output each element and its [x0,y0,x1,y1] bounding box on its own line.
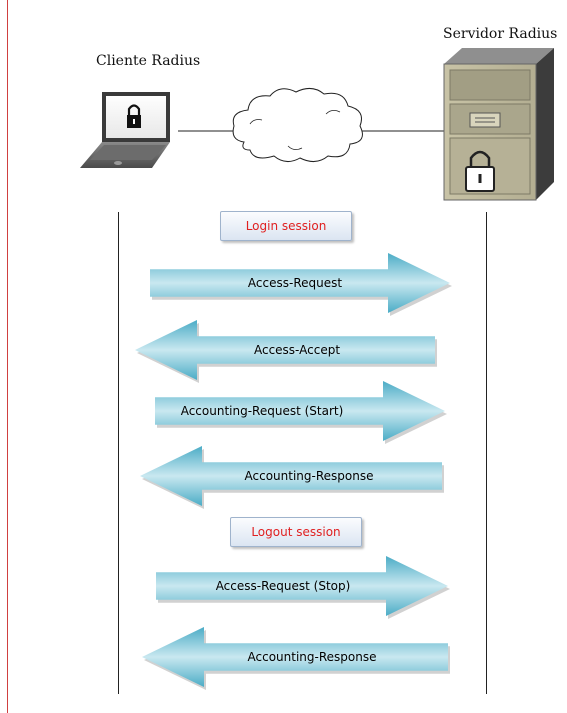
arrow-body [155,381,445,441]
arrow-body [140,446,442,506]
message-arrow: Accounting-Request (Start) [155,381,447,444]
message-arrow: Accounting-Response [142,627,450,690]
message-arrow: Access-Request (Stop) [156,556,450,619]
arrow-body [142,627,448,687]
client-lifeline [118,212,119,694]
message-arrow-shape [155,381,447,444]
arrow-body [156,556,448,616]
page-margin-line [7,0,8,713]
server-lifeline [486,212,487,694]
message-arrow-shape [135,320,437,383]
message-arrow: Access-Request [150,253,452,316]
logout-session-box: Logout session [230,517,362,547]
message-label: Accounting-Response [247,650,377,664]
server-lock-icon [440,46,558,204]
message-label: Access-Request [247,276,343,290]
client-label: Cliente Radius [96,53,201,69]
message-arrow-shape [142,627,450,690]
message-arrow: Accounting-Response [140,446,444,509]
message-arrow-shape [156,556,450,619]
message-arrow: Access-Accept [135,320,437,383]
arrow-body [135,320,435,380]
server-label: Servidor Radius [443,26,558,42]
message-arrow-shape [140,446,444,509]
message-label: Accounting-Response [244,469,374,483]
message-label: Access-Accept [253,343,341,357]
message-label: Accounting-Request (Start) [180,404,344,418]
message-label: Access-Request (Stop) [215,579,351,593]
cloud-icon [228,84,368,166]
arrow-body [150,253,450,313]
login-session-box: Login session [220,211,352,241]
laptop-lock-icon [78,90,178,170]
message-arrow-shape [150,253,452,316]
